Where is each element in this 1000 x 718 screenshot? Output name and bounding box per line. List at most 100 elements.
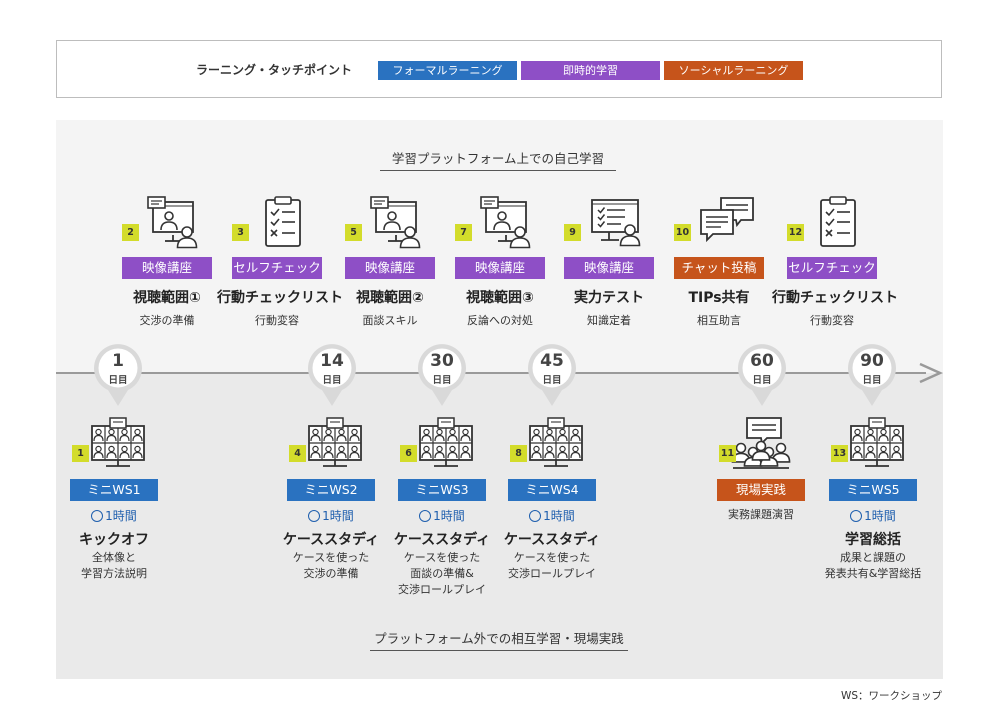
item-description-line: 学習方法説明 bbox=[81, 567, 147, 580]
touchpoint-badge: 映像講座 bbox=[345, 257, 435, 279]
day-marker: 30 日目 bbox=[415, 340, 469, 410]
item-description-line: 面談の準備& bbox=[410, 567, 474, 580]
workshop-badge: ミニWS4 bbox=[508, 479, 596, 501]
legend-title: ラーニング・タッチポイント bbox=[196, 63, 353, 77]
item-title: 行動チェックリスト bbox=[217, 290, 343, 306]
item-description-line: ケースを使った bbox=[403, 551, 481, 564]
item-subtitle: 面談スキル bbox=[362, 314, 418, 327]
step-number: 10 bbox=[674, 224, 691, 241]
clock-icon bbox=[850, 510, 863, 522]
day-number: 90 bbox=[860, 351, 884, 371]
workshop-badge: ミニWS5 bbox=[829, 479, 917, 501]
item-title: 視聴範囲① bbox=[133, 290, 201, 306]
item-description-line: 交渉ロールプレイ bbox=[508, 567, 596, 580]
clock-icon bbox=[91, 510, 104, 522]
item-title: 視聴範囲② bbox=[356, 290, 424, 306]
duration-text: 1時間 bbox=[105, 509, 137, 523]
item-description-line: ケースを使った bbox=[513, 551, 591, 564]
online-meeting-icon bbox=[88, 416, 148, 472]
day-unit: 日目 bbox=[542, 375, 562, 386]
legend-instant-learning: 即時的学習 bbox=[521, 61, 660, 80]
duration: 1時間 bbox=[823, 507, 923, 524]
day-marker: 45 日目 bbox=[525, 340, 579, 410]
day-unit: 日目 bbox=[862, 375, 882, 386]
day-number: 30 bbox=[430, 351, 454, 371]
duration-text: 1時間 bbox=[322, 509, 354, 523]
day-marker: 14 日目 bbox=[305, 340, 359, 410]
workshop-badge: 現場実践 bbox=[717, 479, 805, 501]
duration: 1時間 bbox=[64, 507, 164, 524]
self-learning-panel bbox=[56, 120, 943, 373]
timeline-arrow-icon bbox=[919, 362, 944, 384]
checklist-icon bbox=[255, 194, 311, 250]
online-meeting-icon bbox=[526, 416, 586, 472]
chat-bubbles-icon bbox=[697, 194, 757, 250]
item-title: 学習総括 bbox=[845, 532, 901, 548]
step-number: 4 bbox=[289, 445, 306, 462]
step-number: 3 bbox=[232, 224, 249, 241]
step-number: 2 bbox=[122, 224, 139, 241]
item-subtitle: 行動変容 bbox=[810, 314, 854, 327]
test-monitor-icon bbox=[587, 194, 643, 250]
item-subtitle: 行動変容 bbox=[255, 314, 299, 327]
online-meeting-icon bbox=[305, 416, 365, 472]
group-discussion-icon bbox=[729, 416, 793, 472]
step-number: 11 bbox=[719, 445, 736, 462]
clock-icon bbox=[529, 510, 542, 522]
step-number: 9 bbox=[564, 224, 581, 241]
step-number: 6 bbox=[400, 445, 417, 462]
item-title: 視聴範囲③ bbox=[466, 290, 534, 306]
checklist-icon bbox=[810, 194, 866, 250]
item-description-line: 交渉ロールプレイ bbox=[398, 583, 486, 596]
duration: 1時間 bbox=[392, 507, 492, 524]
touchpoint-badge: 映像講座 bbox=[122, 257, 212, 279]
step-number: 13 bbox=[831, 445, 848, 462]
step-number: 7 bbox=[455, 224, 472, 241]
item-title: 実力テスト bbox=[574, 290, 644, 306]
item-title: 行動チェックリスト bbox=[772, 290, 898, 306]
footnote: WS：ワークショップ bbox=[840, 690, 942, 702]
clock-icon bbox=[308, 510, 321, 522]
item-subtitle: 交渉の準備 bbox=[139, 314, 195, 327]
section-title-bottom: プラットフォーム外での相互学習・現場実践 bbox=[370, 628, 628, 651]
item-description-line: 発表共有&学習総括 bbox=[824, 567, 922, 580]
item-subtitle: 反論への対処 bbox=[467, 314, 533, 327]
duration: 1時間 bbox=[281, 507, 381, 524]
touchpoint-badge: 映像講座 bbox=[564, 257, 654, 279]
item-subtitle: 相互助言 bbox=[697, 314, 741, 327]
item-description-line: 成果と課題の bbox=[840, 551, 906, 564]
step-number: 12 bbox=[787, 224, 804, 241]
clock-icon bbox=[419, 510, 432, 522]
touchpoint-badge: セルフチェック bbox=[232, 257, 322, 279]
item-description-line: 実務課題演習 bbox=[728, 508, 794, 521]
day-unit: 日目 bbox=[432, 375, 452, 386]
workshop-badge: ミニWS2 bbox=[287, 479, 375, 501]
online-meeting-icon bbox=[416, 416, 476, 472]
duration-text: 1時間 bbox=[864, 509, 896, 523]
step-number: 8 bbox=[510, 445, 527, 462]
item-subtitle: 知識定着 bbox=[587, 314, 631, 327]
day-number: 45 bbox=[540, 351, 564, 371]
day-unit: 日目 bbox=[322, 375, 342, 386]
item-description-line: 交渉の準備 bbox=[303, 567, 359, 580]
duration-text: 1時間 bbox=[543, 509, 575, 523]
video-lecture-icon bbox=[478, 194, 534, 250]
day-number: 1 bbox=[112, 351, 124, 371]
item-title: ケーススタディ bbox=[282, 532, 380, 548]
item-title: TIPs共有 bbox=[688, 290, 750, 306]
section-title-top: 学習プラットフォーム上での自己学習 bbox=[380, 148, 616, 171]
online-meeting-icon bbox=[847, 416, 907, 472]
timeline-axis bbox=[56, 372, 926, 374]
touchpoint-badge: セルフチェック bbox=[787, 257, 877, 279]
item-title: キックオフ bbox=[79, 532, 149, 548]
workshop-badge: ミニWS1 bbox=[70, 479, 158, 501]
legend-social-learning: ソーシャルラーニング bbox=[664, 61, 803, 80]
day-number: 14 bbox=[320, 351, 344, 371]
duration: 1時間 bbox=[502, 507, 602, 524]
touchpoint-badge: 映像講座 bbox=[455, 257, 545, 279]
legend-formal-learning: フォーマルラーニング bbox=[378, 61, 517, 80]
duration-text: 1時間 bbox=[433, 509, 465, 523]
item-description-line: ケースを使った bbox=[292, 551, 370, 564]
